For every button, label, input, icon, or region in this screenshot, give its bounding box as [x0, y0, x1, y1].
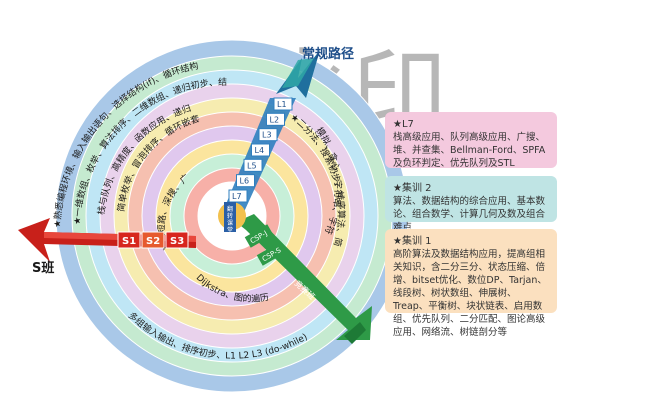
normal-route-arrow: [276, 50, 320, 98]
stage-label-s2: S2: [146, 236, 160, 247]
stage-badge-s1: S1: [117, 231, 141, 249]
level-label-l2: L2: [270, 115, 280, 124]
stage-label-s3: S3: [170, 236, 184, 247]
info-box-training-2-title: ★集训 2: [393, 183, 432, 194]
info-box-training-2-body: 算法、数据结构的综合应用、基本数论、组合数学、计算几何及数及组合难点: [393, 196, 546, 233]
info-box-training-1-body: 高阶算法及数据结构应用，提高组相关知识，含二分三分、状态压缩、倍增、bitset…: [393, 249, 547, 338]
info-box-l7-title: ★L7: [393, 119, 414, 130]
level-label-l4: L4: [255, 146, 265, 155]
level-label-l3: L3: [262, 131, 272, 140]
level-box-l3: L3: [258, 128, 278, 142]
level-box-l1: L1: [273, 97, 293, 111]
level-label-l1: L1: [277, 100, 287, 109]
level-label-l5: L5: [247, 161, 257, 170]
s-class-label: S班: [32, 260, 54, 276]
center-char-3: 堂: [227, 226, 233, 234]
center-char-0: 翻: [227, 205, 233, 213]
level-label-l6: L6: [240, 177, 250, 186]
stage-label-s1: S1: [122, 236, 136, 247]
center-char-1: 转: [227, 212, 233, 220]
normal-route-label: 常规路径: [302, 46, 354, 62]
level-box-l7: L7: [228, 189, 248, 203]
stage-badges: S1 S2 S3: [117, 231, 189, 249]
level-box-l2: L2: [266, 112, 285, 126]
center-core: 翻 转 课 堂: [218, 202, 246, 234]
info-box-l7-body: 栈高级应用、队列高级应用、广搜、堆、并查集、Bellman-Ford、SPFA及…: [393, 132, 546, 169]
info-box-l7: ★L7 栈高级应用、队列高级应用、广搜、堆、并查集、Bellman-Ford、S…: [385, 112, 557, 169]
level-box-l6: L6: [236, 174, 255, 188]
info-box-training-2: ★集训 2 算法、数据结构的综合应用、基本数论、组合数学、计算几何及数及组合难点: [385, 176, 557, 233]
info-box-training-1-title: ★集训 1: [393, 236, 432, 247]
level-label-l7: L7: [232, 192, 242, 201]
level-box-l4: L4: [251, 143, 270, 157]
level-box-l5: L5: [243, 158, 263, 172]
stage-badge-s3: S3: [165, 231, 189, 249]
info-box-training-1: ★集训 1 高阶算法及数据结构应用，提高组相关知识，含二分三分、状态压缩、倍增、…: [385, 229, 557, 338]
competition-arrow: [236, 214, 372, 344]
center-char-2: 课: [227, 219, 233, 227]
concentric-rings: [55, 39, 409, 393]
stage-badge-s2: S2: [141, 231, 165, 249]
